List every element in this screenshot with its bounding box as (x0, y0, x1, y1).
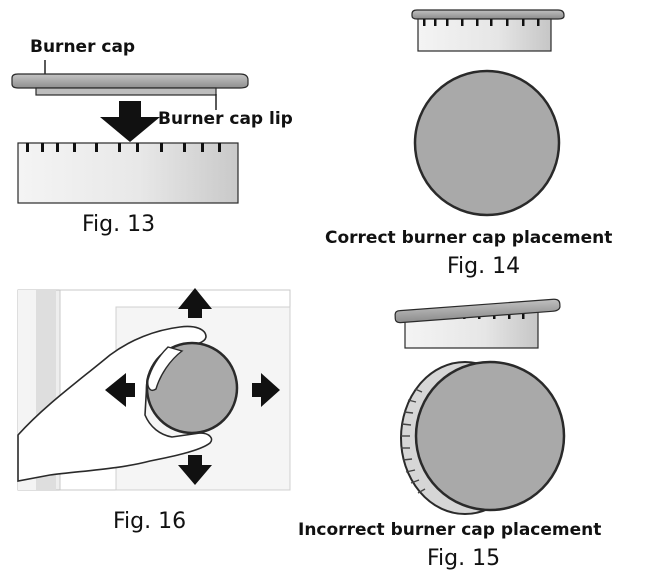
fig15-drawing (394, 298, 566, 515)
fig13-drawing (11, 60, 249, 204)
burner-base (17, 142, 239, 204)
arrow-left-icon (105, 373, 135, 407)
burner-cap (11, 73, 249, 89)
cap-top-view-centered (413, 69, 561, 217)
base-side-view (417, 18, 552, 52)
arrow-right-icon (252, 373, 280, 407)
fig15-title: Incorrect burner cap placement (298, 520, 602, 540)
figure-15: Incorrect burner cap placement Fig. 15 (298, 290, 657, 576)
fig14-drawing (411, 9, 565, 217)
figure-14: Correct burner cap placement Fig. 14 (320, 0, 657, 285)
fig16-caption: Fig. 16 (113, 509, 187, 534)
burner-ports (423, 19, 540, 26)
burner-ports (26, 143, 221, 152)
fig14-caption: Fig. 14 (447, 254, 521, 279)
burner-cap-lip (35, 87, 217, 96)
fig14-title: Correct burner cap placement (325, 228, 613, 248)
arrow-down-icon (178, 455, 212, 485)
fig16-drawing (17, 288, 291, 491)
cap-side-view-tilted (394, 298, 561, 324)
label-burner-cap-lip: Burner cap lip (158, 109, 293, 129)
fig13-caption: Fig. 13 (82, 212, 156, 237)
figure-13: Burner cap Burner cap lip Fig. 13 (0, 0, 330, 250)
arrow-down-icon (100, 101, 160, 142)
fig15-caption: Fig. 15 (427, 546, 501, 571)
figure-16: Fig. 16 (0, 285, 300, 545)
cap-top-view-offset (414, 360, 566, 512)
burner-ring-ports (401, 388, 426, 494)
cap-top-view (145, 341, 239, 435)
arrow-up-icon (178, 288, 212, 318)
cap-side-view (411, 9, 565, 20)
thumb (147, 346, 184, 391)
label-burner-cap: Burner cap (30, 37, 136, 57)
